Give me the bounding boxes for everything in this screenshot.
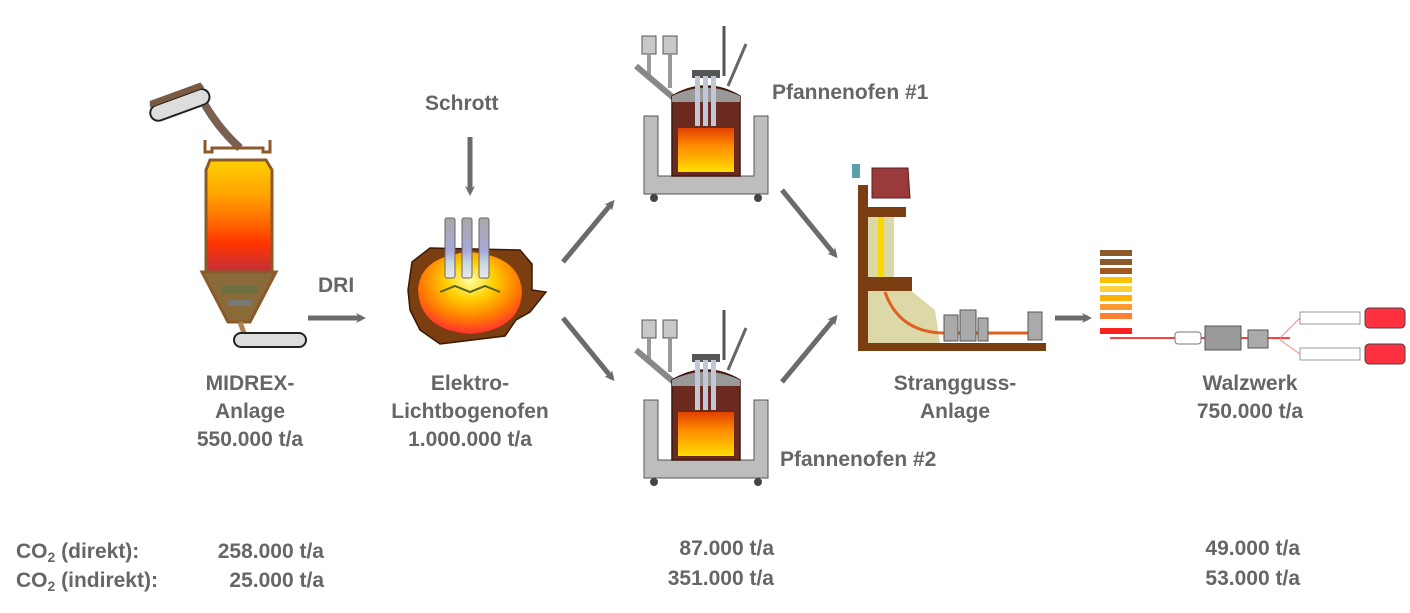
ladle-co2-indirect: 351.000 t/a bbox=[667, 567, 774, 590]
rolling-capacity: 750.000 t/a bbox=[1196, 400, 1304, 423]
eaf-capacity: 1.000.000 t/a bbox=[408, 428, 532, 451]
arrow-ladle1-to-caster bbox=[780, 188, 838, 259]
midrex-co2-direct: 258.000 t/a bbox=[217, 540, 324, 563]
midrex-co2-indirect: 25.000 t/a bbox=[229, 569, 324, 592]
midrex-name-line1: MIDREX- bbox=[205, 372, 295, 395]
ladle-furnace-1-icon bbox=[636, 26, 768, 202]
indirect-text: (indirekt): bbox=[55, 569, 158, 592]
rolling-name: Walzwerk bbox=[1202, 372, 1298, 395]
midrex-capacity: 550.000 t/a bbox=[196, 428, 304, 451]
co2-text: CO bbox=[16, 540, 48, 563]
rolling-label: Walzwerk 750.000 t/a bbox=[1160, 370, 1340, 426]
ladle-furnace-2-icon bbox=[636, 310, 768, 486]
eaf-name-line1: Elektro- bbox=[430, 372, 510, 395]
co2-subscript: 2 bbox=[47, 549, 56, 565]
rolling-mill-icon bbox=[1100, 250, 1406, 365]
co2-indirect-label: CO2 (indirekt): bbox=[16, 569, 158, 593]
arrow-to-ladle2 bbox=[561, 316, 615, 382]
rolling-co2-indirect: 53.000 t/a bbox=[1205, 567, 1300, 590]
midrex-label: MIDREX- Anlage 550.000 t/a bbox=[170, 370, 330, 454]
shaft-furnace-icon bbox=[149, 82, 307, 348]
caster-label: Strangguss- Anlage bbox=[860, 370, 1050, 426]
co2-text: CO bbox=[16, 569, 48, 592]
eaf-label: Elektro- Lichtbogenofen 1.000.000 t/a bbox=[370, 370, 570, 454]
rolling-co2-direct: 49.000 t/a bbox=[1205, 537, 1300, 560]
eaf-name-line2: Lichtbogenofen bbox=[391, 400, 549, 423]
midrex-name-line2: Anlage bbox=[214, 400, 285, 423]
arrow-ladle2-to-caster bbox=[780, 314, 838, 384]
arrow-to-ladle1 bbox=[561, 199, 615, 264]
ladle-co2-direct: 87.000 t/a bbox=[679, 537, 774, 560]
ladle1-label: Pfannenofen #1 bbox=[772, 81, 929, 104]
electric-arc-furnace-icon bbox=[407, 217, 548, 345]
dri-label: DRI bbox=[318, 274, 355, 297]
direct-text: (direkt): bbox=[55, 540, 140, 563]
ladle2-label: Pfannenofen #2 bbox=[780, 448, 937, 471]
caster-name-line1: Strangguss- bbox=[893, 372, 1017, 395]
co2-direct-label: CO2 (direkt): bbox=[16, 540, 139, 564]
scrap-label: Schrott bbox=[425, 92, 499, 115]
caster-name-line2: Anlage bbox=[919, 400, 990, 423]
continuous-caster-icon bbox=[852, 164, 1046, 351]
co2-subscript: 2 bbox=[47, 578, 56, 594]
